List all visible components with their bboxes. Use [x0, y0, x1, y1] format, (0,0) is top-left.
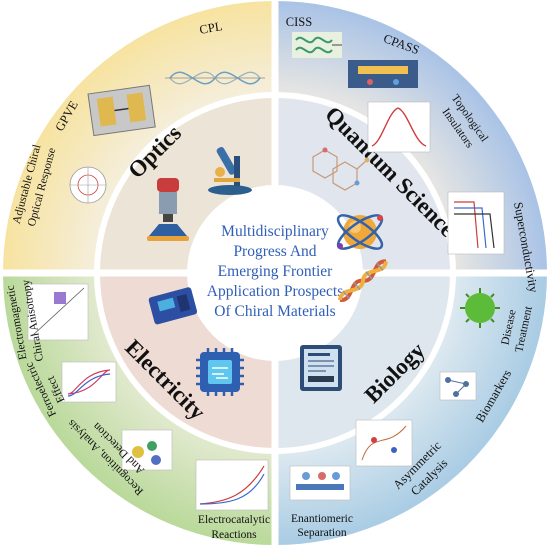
chip-board-icon [148, 287, 198, 325]
superconductivity-plot-illustration [447, 191, 505, 255]
gpve-device-illustration [87, 84, 156, 137]
separation-illustration [289, 465, 351, 501]
center-title: Multidisciplinary Progress And Emerging … [207, 223, 343, 320]
dna-helix-icon [338, 259, 388, 302]
biomarker-network-illustration [439, 371, 477, 401]
electrocatalytic-label-2: Reactions [211, 529, 257, 541]
topological-insulator-plot-illustration [367, 101, 431, 153]
optical-instrument-icon [147, 178, 189, 241]
electrocatalytic-label-1: Electrocatalytic [198, 514, 270, 526]
enantiomeric-label-1: Enantiomeric [291, 513, 353, 525]
center-line-5: Of Chiral Materials [214, 303, 335, 320]
optical-response-plot-illustration [69, 166, 107, 204]
microscope-icon [208, 146, 252, 195]
center-line-1: Multidisciplinary [221, 223, 329, 240]
virus-icon [460, 288, 500, 328]
cpu-chip-icon [196, 348, 244, 396]
center-line-3: Emerging Frontier [218, 263, 333, 280]
molecule-network-icon [312, 147, 370, 191]
center-disc [187, 185, 363, 361]
lab-report-icon [300, 345, 342, 391]
cpl-label: CPL [198, 19, 223, 37]
center-line-2: Progress And [233, 243, 316, 260]
electrocatalysis-plot-illustration [195, 459, 269, 511]
ciss-helix-illustration [292, 32, 342, 58]
ring-separator [94, 92, 456, 454]
atom-icon [336, 214, 384, 250]
center-line-4: Application Prospects [207, 283, 343, 300]
cpl-wave-illustration [165, 71, 265, 85]
catalysis-illustration [355, 419, 413, 467]
enantiomeric-label-2: Separation [297, 527, 346, 539]
electromagnetic-plot-illustration [27, 283, 89, 341]
ciss-label: CISS [286, 15, 312, 29]
detection-illustration [121, 429, 173, 471]
ferroelectric-loop-illustration [61, 361, 117, 403]
cpass-device-illustration [348, 60, 418, 88]
